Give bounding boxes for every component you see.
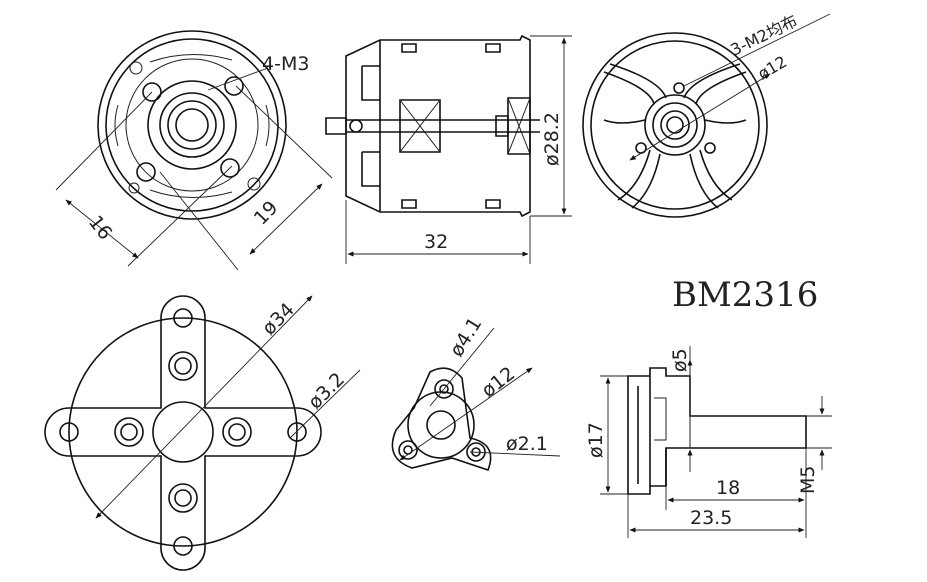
- motor-top-view: [582, 13, 831, 218]
- label-3-m2: 3-M2均布: [727, 11, 800, 60]
- label-dia-2-1: ø2.1: [506, 433, 548, 455]
- label-dim-19: 19: [250, 197, 283, 230]
- motor-side-view: [325, 34, 572, 264]
- label-dim-16: 16: [84, 212, 116, 245]
- label-dim-18: 18: [716, 477, 740, 499]
- label-4-m3: 4-M3: [262, 53, 309, 75]
- cross-mount-view: [44, 295, 361, 571]
- label-dia-5: ø5: [669, 348, 691, 372]
- adapter-side-view: [600, 346, 832, 538]
- label-dim-23-5: 23.5: [690, 507, 732, 529]
- label-dia-17: ø17: [585, 422, 607, 458]
- model-number: BM2316: [672, 275, 818, 315]
- label-m5: M5: [797, 466, 819, 494]
- motor-bottom-view: [55, 30, 333, 271]
- label-dia-34: ø34: [258, 299, 299, 340]
- label-dia-12-mid: ø12: [478, 363, 520, 402]
- prop-adapter-view: [391, 327, 561, 472]
- label-dia-3-2: ø3.2: [304, 368, 349, 413]
- label-dia-4-1: ø4.1: [446, 314, 487, 361]
- label-dia-12-top: ø12: [755, 52, 791, 84]
- label-dia-28-2: ø28.2: [541, 112, 563, 166]
- label-dim-32: 32: [424, 231, 448, 253]
